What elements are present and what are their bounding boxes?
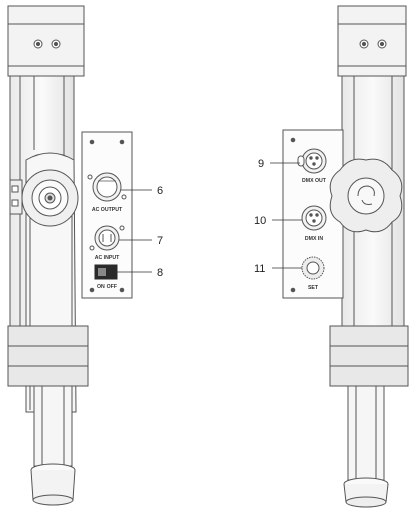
callout-10: 10 [254,215,266,227]
set-knob [301,256,325,280]
switch-on-label: ON [97,284,105,290]
callout-11: 11 [254,263,265,275]
right-view [282,5,409,508]
left-view [7,5,133,506]
lock-knob [329,158,403,233]
right-top-cap [337,5,407,77]
left-pivot-knob [21,169,79,227]
left-lower-spigot [30,385,76,506]
left-callout-lines [117,189,152,273]
left-connector-panel [81,131,133,299]
set-label: SET [308,285,319,291]
right-lower-clamp [329,325,409,387]
dmx-in-connector [301,205,327,231]
switch-off-label: OFF [107,284,117,290]
dmx-in-label: DMX IN [305,236,323,242]
callout-6: 6 [157,185,163,197]
ac-output-connector [87,172,127,202]
ac-output-label: AC OUTPUT [92,207,123,213]
callout-8: 8 [157,267,163,279]
left-top-cap [7,5,85,77]
right-lower-spigot [343,385,389,508]
left-side-bracket [9,179,23,215]
dmx-out-label: DMX OUT [302,178,327,184]
right-callout-lines [270,162,302,269]
dmx-out-connector [297,148,327,174]
left-lower-clamp [7,325,89,387]
ac-input-label: AC INPUT [95,255,120,261]
callout-9: 9 [258,158,264,170]
callout-7: 7 [157,235,163,247]
ac-input-connector [89,225,125,251]
power-switch [94,264,118,280]
